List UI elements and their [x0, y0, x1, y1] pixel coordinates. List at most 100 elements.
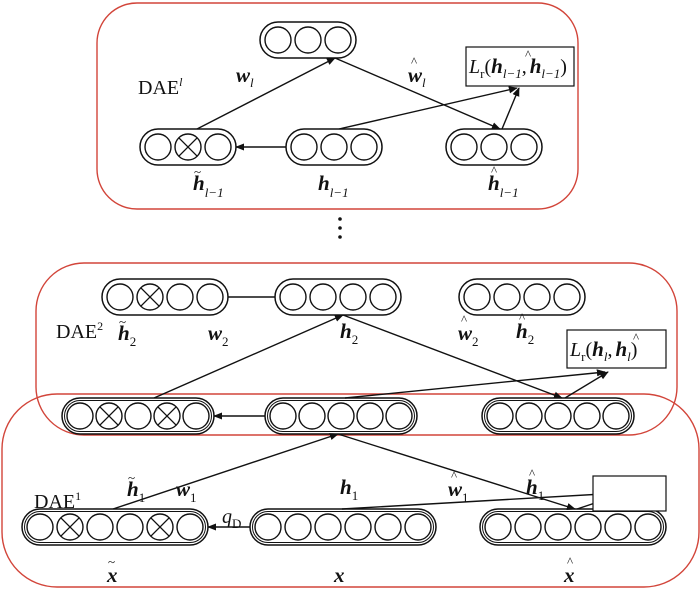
neuron [86, 513, 114, 541]
neuron [350, 133, 378, 161]
layer-dae-1-x-hat [479, 508, 667, 546]
dae-l-label: DAEl [138, 75, 183, 99]
neuron [374, 513, 402, 541]
neuron [309, 283, 337, 311]
layer-dae-l-h [285, 128, 383, 166]
neuron [264, 26, 292, 54]
neuron [463, 283, 491, 311]
weight-w-2: w2 [208, 321, 229, 349]
neuron [182, 402, 210, 430]
neuron [484, 513, 512, 541]
neuron [66, 402, 94, 430]
layer-label-h-l-1: hl−1 [318, 171, 349, 200]
neuron [480, 133, 508, 161]
layer-dae-1-x [249, 508, 437, 546]
neuron [356, 402, 384, 430]
neuron [298, 402, 326, 430]
neuron [602, 402, 630, 430]
neuron [510, 133, 538, 161]
loss-box-dae-l [465, 46, 575, 87]
layer-label-h-tilde-1: h1 [127, 477, 145, 505]
neuron [553, 283, 581, 311]
layer-dae-l-h-hat [445, 128, 543, 166]
neuron [523, 283, 551, 311]
loss-recon-edge-dae-2 [564, 371, 609, 399]
neuron [515, 402, 543, 430]
tilde-accent: ~ [128, 470, 135, 485]
neuron [294, 26, 322, 54]
neuron [314, 513, 342, 541]
loss-box-dae-1 [592, 475, 667, 512]
neuron [486, 402, 514, 430]
layer-label-x-tilde: x [106, 563, 118, 587]
hat-accent: ^ [525, 47, 531, 62]
weight-w-hat-2: w2 [458, 321, 479, 349]
noise-mark-icon [140, 287, 160, 307]
layer-dae-1-x-tilde [21, 508, 209, 546]
neuron [339, 283, 367, 311]
noise-mark-icon [178, 137, 198, 157]
layer-box [458, 278, 586, 316]
neuron [493, 283, 521, 311]
hat-accent: ^ [461, 312, 467, 327]
neuron [279, 283, 307, 311]
loss-label-dae-l: Lr(hl−1,hl−1) [468, 54, 567, 81]
layer-dae-1-h [264, 397, 418, 435]
layer-box-inner [267, 400, 415, 432]
neuron [604, 513, 632, 541]
neuron [254, 513, 282, 541]
neuron [369, 283, 397, 311]
encoder-edge-dae-2 [153, 314, 344, 399]
layer-label-h-hat-l-1: hl−1 [488, 171, 519, 200]
neuron [290, 133, 318, 161]
neuron [324, 26, 352, 54]
neuron [514, 513, 542, 541]
loss-box-dae-2 [566, 329, 667, 369]
layer-label-h-tilde-l-1: hl−1 [193, 171, 224, 200]
layer-label-h-tilde-2: h2 [118, 321, 136, 349]
noise-mark-icon [150, 517, 170, 537]
noise-mark-icon [157, 406, 177, 426]
layer-dae-2-h-hat [458, 278, 586, 316]
neuron [166, 283, 194, 311]
decoder-edge-dae-2 [342, 314, 563, 399]
layer-label-x: x [333, 563, 345, 587]
loss-input-edge-dae-2 [344, 369, 606, 399]
layer-box-inner [484, 400, 632, 432]
neuron [544, 402, 572, 430]
tilde-accent: ~ [194, 164, 201, 179]
layer-box-inner [482, 511, 664, 543]
neuron [26, 513, 54, 541]
weight-w-hat-1: w1 [448, 477, 469, 505]
neuron [116, 513, 144, 541]
layer-label-h-hat-1: h1 [526, 475, 544, 503]
neuron [573, 402, 601, 430]
layer-label-h-1: h1 [340, 475, 358, 503]
corruption-q-d: qD [222, 506, 241, 531]
decoder-edge-dae-l [334, 57, 501, 130]
encoder-edge-dae-1 [112, 433, 339, 510]
frame-dae-2 [35, 262, 678, 436]
ellipsis-dots [338, 217, 342, 239]
neuron [269, 402, 297, 430]
neuron [634, 513, 662, 541]
hat-accent: ^ [491, 163, 497, 178]
dae-1-label: DAE1 [34, 489, 81, 513]
tilde-accent: ~ [119, 314, 126, 329]
hat-accent: ^ [529, 466, 535, 481]
layer-dae-2-h [274, 278, 402, 316]
neuron [204, 133, 232, 161]
layer-label-h-2: h2 [340, 319, 358, 347]
neuron [124, 402, 152, 430]
layer-box-inner [24, 511, 206, 543]
layer-label-h-hat-2: h2 [516, 319, 534, 347]
neuron [450, 133, 478, 161]
loss-label-dae-2: Lr(hl,hl) [569, 337, 637, 364]
loss-input-edge-dae-1 [341, 489, 621, 510]
weight-w-1: w1 [176, 477, 197, 505]
tilde-accent: ~ [108, 554, 115, 569]
layer-dae-l-h-tilde [139, 128, 237, 166]
decoder-edge-dae-1 [337, 433, 576, 510]
neuron [544, 513, 572, 541]
layer-box-inner [252, 511, 434, 543]
